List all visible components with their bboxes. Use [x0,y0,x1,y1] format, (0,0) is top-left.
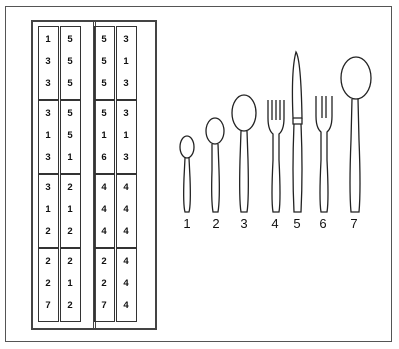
cutlery-label: 6 [315,216,331,231]
ladle-spoon-icon [341,57,371,212]
cutlery-label: 5 [289,216,305,231]
small-spoon-icon [180,136,194,212]
cutlery-label: 7 [346,216,362,231]
cutlery-label: 3 [236,216,252,231]
cutlery-label: 1 [179,216,195,231]
cake-fork-icon [316,96,332,212]
cutlery-label: 2 [208,216,224,231]
knife-icon [292,52,302,212]
cutlery-label: 4 [267,216,283,231]
fork-icon [268,100,284,212]
tablespoon-icon [232,95,256,212]
teaspoon-icon [206,118,224,212]
